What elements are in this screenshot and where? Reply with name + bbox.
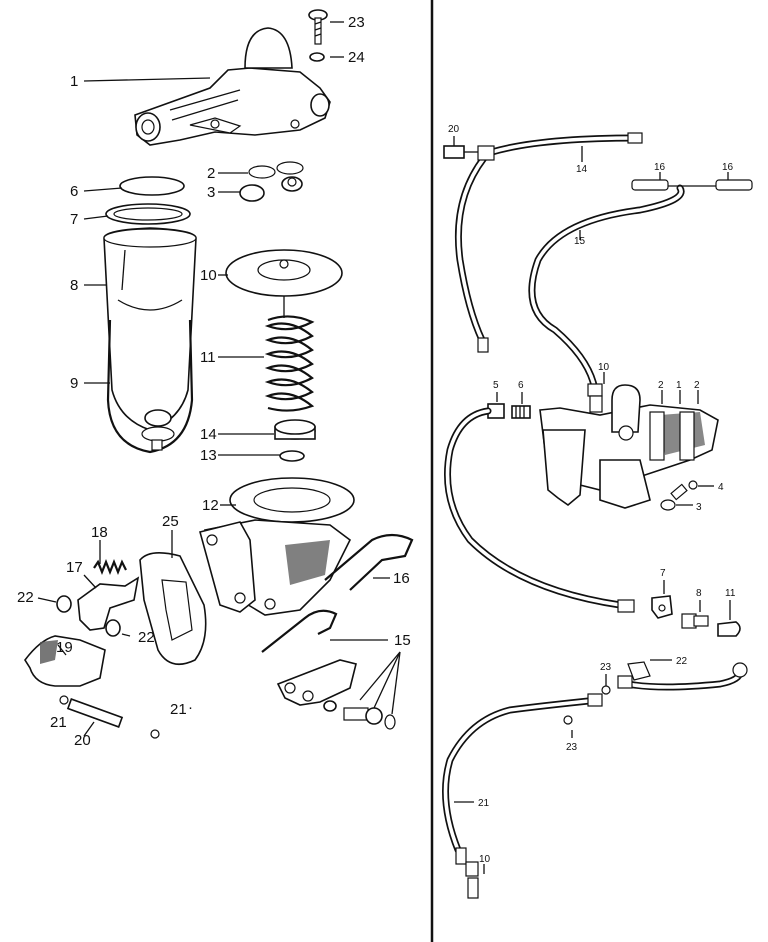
label-21a: 21 — [50, 714, 67, 731]
label-r-4: 4 — [718, 482, 724, 493]
rocker-lever-17 — [77, 576, 140, 631]
tube-16a — [631, 179, 669, 191]
left-labels: 1 2 3 6 7 8 9 10 11 12 13 14 15 16 17 18… — [17, 14, 411, 749]
label-24: 24 — [348, 49, 365, 66]
label-25: 25 — [162, 513, 179, 530]
nipple-6 — [511, 405, 531, 419]
washer-13 — [279, 450, 305, 462]
arm-pin-15 — [323, 700, 396, 730]
washer-24 — [309, 52, 325, 62]
label-16: 16 — [393, 570, 410, 587]
label-11: 11 — [200, 349, 216, 366]
pipe-14 — [454, 132, 643, 353]
label-19: 19 — [56, 639, 73, 656]
label-r-16b: 16 — [722, 162, 734, 173]
label-17: 17 — [66, 559, 83, 576]
label-21b: 21 — [170, 701, 187, 718]
washer-23b — [563, 715, 573, 725]
label-9: 9 — [70, 375, 78, 392]
label-r-23a: 23 — [600, 662, 612, 673]
pin-20 — [66, 698, 124, 728]
label-20: 20 — [74, 732, 91, 749]
clip-16 — [324, 533, 414, 591]
label-1: 1 — [70, 73, 78, 90]
pipe-21 — [442, 693, 603, 899]
label-r-6: 6 — [518, 380, 524, 391]
spring-18 — [93, 559, 127, 575]
circlip-21a — [59, 695, 69, 705]
seal-14 — [274, 419, 316, 440]
stirrup-screw — [141, 409, 175, 451]
valve-gaskets-2 — [248, 161, 304, 179]
circlip-21b — [150, 729, 160, 739]
label-22a: 22 — [17, 589, 34, 606]
label-r-11: 11 — [725, 588, 736, 599]
washer-4 — [688, 480, 698, 490]
screw-3 — [660, 483, 688, 511]
label-r-23b: 23 — [566, 742, 578, 753]
glass-bowl-8 — [103, 227, 197, 431]
label-18: 18 — [91, 524, 108, 541]
nut-11 — [717, 621, 741, 637]
long-pipe — [444, 407, 635, 613]
label-r-15: 15 — [574, 236, 586, 247]
spring-11 — [264, 315, 315, 412]
label-10: 10 — [200, 267, 217, 284]
pipe-15 — [528, 184, 716, 394]
label-6: 6 — [70, 183, 78, 200]
label-r-2a: 2 — [658, 380, 664, 391]
label-13: 13 — [200, 447, 217, 464]
label-r-2b: 2 — [694, 380, 700, 391]
label-r-7: 7 — [660, 568, 666, 579]
right-labels: 20 14 16 16 15 10 5 6 2 1 2 4 3 7 8 11 2… — [448, 124, 736, 865]
pump-assembly — [539, 384, 719, 509]
label-7: 7 — [70, 211, 78, 228]
label-r-14: 14 — [576, 164, 588, 175]
tube-16b — [715, 179, 753, 191]
filter-gauze-6 — [119, 176, 185, 196]
label-r-8: 8 — [696, 588, 702, 599]
label-15: 15 — [394, 632, 411, 649]
connector-8 — [681, 613, 709, 629]
valves-3 — [239, 176, 303, 202]
bracket-7 — [651, 595, 673, 619]
label-r-20: 20 — [448, 124, 460, 135]
label-r-21: 21 — [478, 798, 490, 809]
label-23: 23 — [348, 14, 365, 31]
screw-23 — [308, 9, 328, 45]
pump-top-body — [134, 27, 331, 146]
label-r-22: 22 — [676, 656, 688, 667]
rocker-arm-15 — [276, 659, 357, 706]
label-r-10a: 10 — [598, 362, 610, 373]
spring-clip-15 — [261, 609, 338, 653]
union-20 — [443, 145, 495, 161]
label-r-3: 3 — [696, 502, 702, 513]
label-3: 3 — [207, 184, 215, 201]
label-r-5: 5 — [493, 380, 499, 391]
label-12: 12 — [202, 497, 219, 514]
diaphragm-10 — [225, 249, 343, 318]
label-8: 8 — [70, 277, 78, 294]
label-21b-dot: · — [188, 699, 193, 716]
label-2: 2 — [207, 165, 215, 182]
washer-23a — [601, 685, 611, 695]
right-leader-lines — [453, 136, 731, 874]
stirrup-9 — [106, 319, 194, 454]
washer-22b — [105, 619, 121, 637]
banjo-10 — [587, 383, 603, 413]
left-leader-lines — [37, 21, 401, 737]
pipe-22 — [617, 661, 748, 691]
label-r-10b: 10 — [479, 854, 491, 865]
label-r-1: 1 — [676, 380, 682, 391]
label-r-16a: 16 — [654, 162, 666, 173]
pump-lower-body-12 — [199, 477, 355, 616]
label-14: 14 — [200, 426, 217, 443]
label-22b: 22 — [138, 629, 155, 646]
washer-22a — [56, 595, 72, 613]
